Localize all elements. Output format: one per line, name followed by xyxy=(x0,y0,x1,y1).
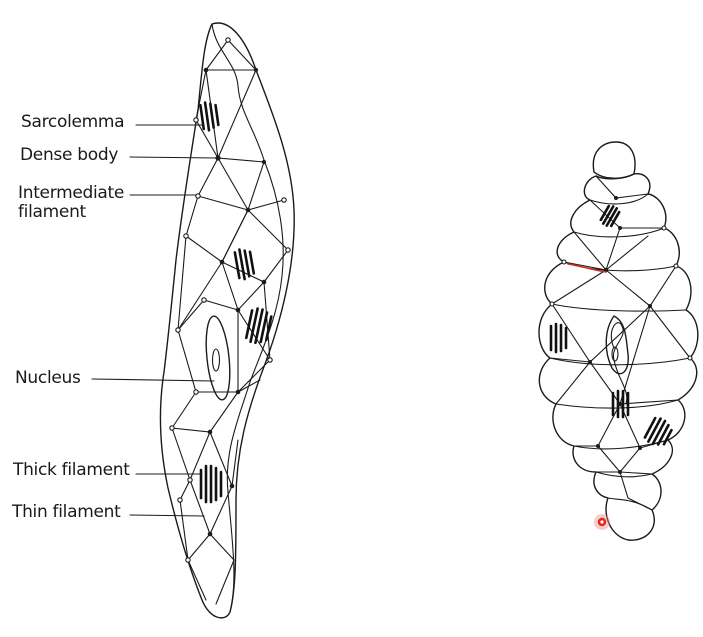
label-intermediate-line1: Intermediate xyxy=(18,183,125,203)
leader-lines xyxy=(91,124,217,517)
label-dense-body: Dense body xyxy=(20,145,119,165)
pointer-cursor xyxy=(594,514,610,530)
relaxed-cell-outline xyxy=(159,22,295,619)
contracted-nucleus xyxy=(605,315,629,375)
relaxed-cell-inner-outline xyxy=(211,23,284,613)
highlighted-filament xyxy=(567,263,607,273)
label-nucleus: Nucleus xyxy=(15,368,81,388)
thick-filament-bundles xyxy=(199,101,273,504)
contracted-thick-filaments xyxy=(549,204,673,446)
label-intermediate-line2: filament xyxy=(18,202,86,222)
contracted-dense-bodies xyxy=(549,196,693,474)
label-thin-filament: Thin filament xyxy=(12,502,121,522)
label-thick-filament: Thick filament xyxy=(13,460,130,480)
relaxed-cell xyxy=(91,22,295,619)
nucleus xyxy=(205,315,231,401)
leader-thin-filament xyxy=(129,514,205,517)
label-sarcolemma: Sarcolemma xyxy=(21,112,125,132)
leader-nucleus xyxy=(91,378,215,382)
contracted-cell xyxy=(538,141,699,541)
label-intermediate-filament: Intermediate filament xyxy=(18,184,124,222)
contracted-membrane-lobes xyxy=(549,193,691,511)
dense-bodies xyxy=(169,37,291,563)
leader-dense-body xyxy=(129,156,217,159)
contracted-cell-outline xyxy=(538,173,699,541)
